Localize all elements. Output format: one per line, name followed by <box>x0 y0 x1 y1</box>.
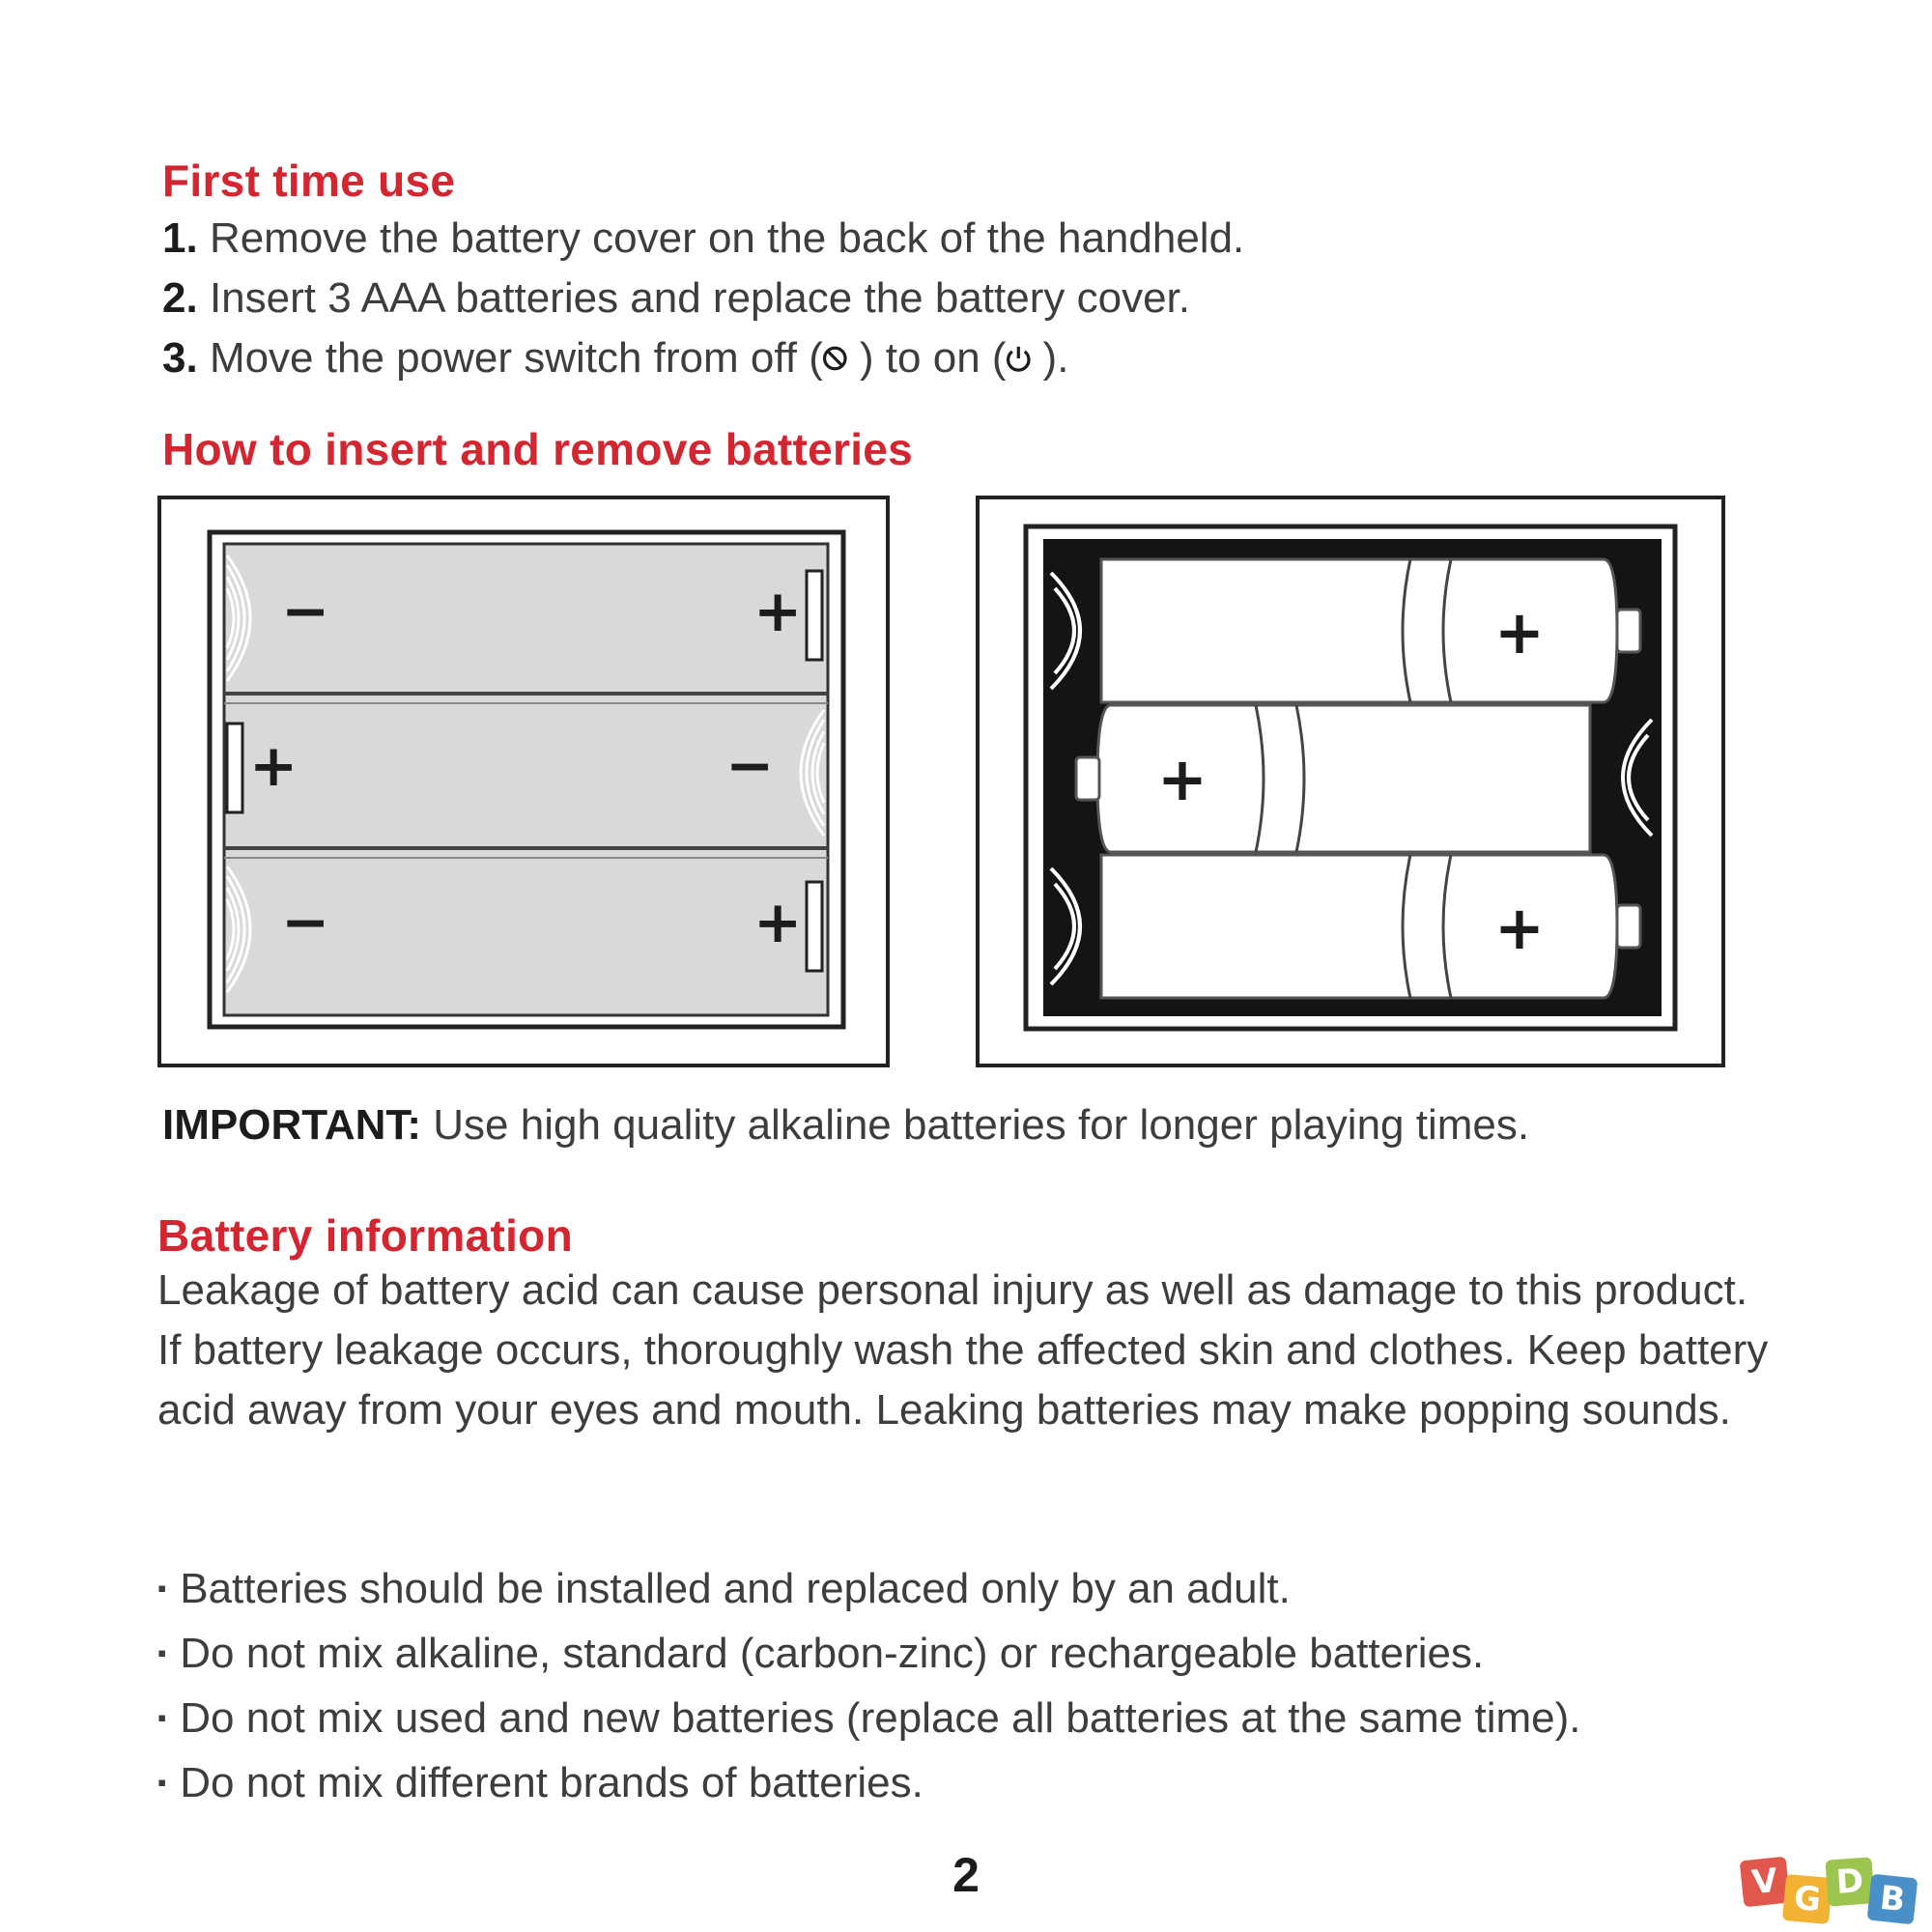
logo-letter: V <box>1739 1856 1791 1908</box>
list-item: Do not mix alkaline, standard (carbon-zi… <box>157 1624 1580 1689</box>
insert-remove-heading: How to insert and remove batteries <box>162 424 914 474</box>
battery-holder-diagram: + + + <box>976 496 1725 1067</box>
off-symbol-icon <box>822 346 847 371</box>
logo-letter: D <box>1825 1857 1875 1907</box>
step-1: 1. Remove the battery cover on the back … <box>162 214 1244 263</box>
negative-sign: − <box>725 732 774 800</box>
important-label: IMPORTANT: <box>162 1101 422 1149</box>
positive-sign: + <box>249 732 298 800</box>
logo-letter: B <box>1866 1873 1918 1925</box>
list-item: Do not mix different brands of batteries… <box>157 1753 1580 1818</box>
negative-sign: − <box>281 889 329 956</box>
battery-compartment-diagram: − + + − − + <box>157 496 890 1067</box>
negative-sign: − <box>281 578 329 645</box>
list-item: Batteries should be installed and replac… <box>157 1559 1580 1624</box>
battery-info-paragraph: Leakage of battery acid can cause person… <box>157 1266 1769 1434</box>
logo-letter: G <box>1781 1873 1833 1925</box>
positive-sign: + <box>1157 744 1208 814</box>
important-note: IMPORTANT: Use high quality alkaline bat… <box>162 1101 1529 1150</box>
step-text: Remove the battery cover on the back of … <box>209 214 1245 262</box>
step-text-before: Move the power switch from off ( <box>209 334 823 382</box>
positive-sign: + <box>753 578 802 645</box>
positive-sign: + <box>753 889 802 956</box>
page-number: 2 <box>952 1848 980 1902</box>
step-text: Insert 3 AAA batteries and replace the b… <box>209 274 1190 322</box>
step-text-middle: ) to on ( <box>859 334 1007 382</box>
step-number: 1. <box>162 214 198 262</box>
positive-sign: + <box>1494 597 1545 668</box>
step-number: 3. <box>162 334 198 382</box>
positive-sign: + <box>1494 893 1545 963</box>
power-on-icon <box>1006 346 1031 372</box>
step-2: 2. Insert 3 AAA batteries and replace th… <box>162 274 1190 323</box>
important-text: Use high quality alkaline batteries for … <box>421 1101 1530 1149</box>
vgdb-watermark-logo: V G D B <box>1734 1855 1932 1932</box>
battery-info-heading: Battery information <box>157 1210 573 1261</box>
step-3: 3. Move the power switch from off ( ) to … <box>162 334 1068 383</box>
battery-warnings-list: Batteries should be installed and replac… <box>157 1559 1580 1818</box>
step-number: 2. <box>162 274 198 322</box>
step-text-after: ). <box>1042 334 1069 382</box>
first-time-heading: First time use <box>162 156 456 206</box>
list-item: Do not mix used and new batteries (repla… <box>157 1689 1580 1753</box>
